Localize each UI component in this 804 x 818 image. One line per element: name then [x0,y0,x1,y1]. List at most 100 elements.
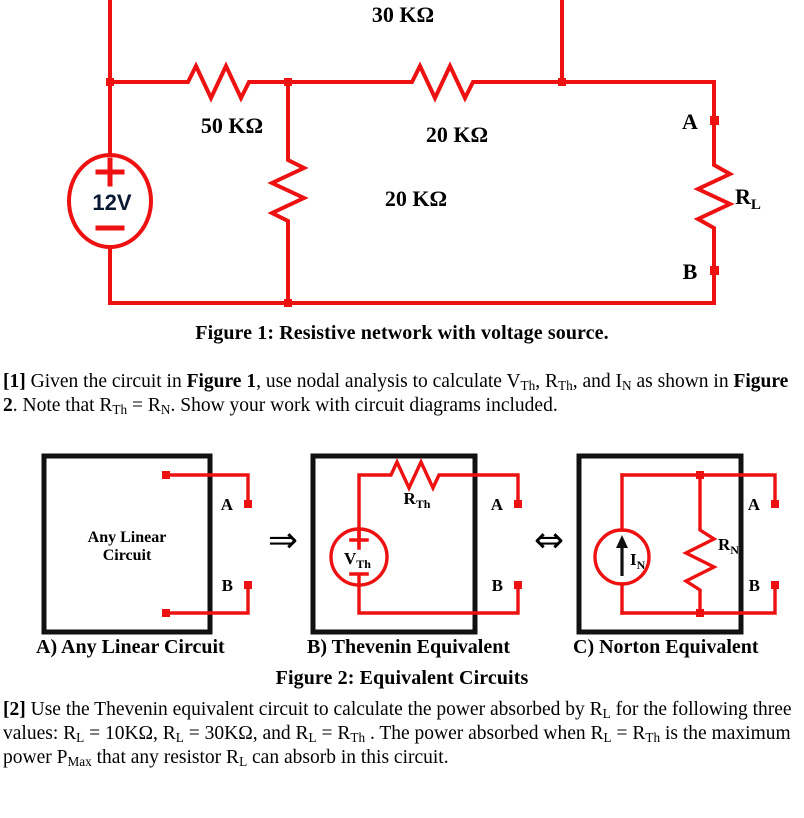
junction-dot-center-bottom [284,299,292,307]
q1-sub-n-2: N [160,402,171,418]
resistor-20k-shunt-zigzag [267,80,309,305]
q2-sub-max: Max [67,754,92,770]
panel-c-terminal-dot-a [771,500,779,508]
label-20k-series: 20 KΩ [426,122,488,147]
label-12v: 12V [92,190,131,215]
panel-b-caption: B) Thevenin Equivalent [307,636,511,658]
resistor-50k-zigzag [108,61,290,103]
label-20k-shunt: 20 KΩ [385,186,447,211]
panel-c-junction-dot-top [696,471,704,479]
question-2-number: [2] [3,699,26,720]
q2-sub-th-2: Th [645,730,661,746]
panel-a-dot-top [162,471,170,479]
panel-c-label-a: A [748,495,761,514]
panel-c-bottom-rail [620,583,777,615]
panel-a-wire-b [164,583,250,615]
q2-sub-l-6: L [239,754,248,770]
panel-a-wire-a [164,473,250,506]
panel-c-label-in: IN [630,550,646,572]
figure1-caption: Figure 1: Resistive network with voltage… [195,322,609,344]
label-rl: RL [735,184,761,213]
label-node-b: B [683,259,698,284]
panel-b-resistor-rth-zigzag [357,457,520,540]
panel-a-box-label-line2: Circuit [103,547,152,564]
label-30k: 30 KΩ [372,2,434,27]
figure2-equivalent-circuits: Any Linear Circuit A B ⇒ [0,440,804,670]
q1-text-4: , and I [572,371,623,392]
q2-sub-l-3: L [175,730,184,746]
q1-bold-figure1-ref: Figure 1 [186,371,257,392]
q2-text-6: . The power absorbed when R [365,723,604,744]
panel-a-group: Any Linear Circuit A B [41,453,252,635]
panel-c-caption: C) Norton Equivalent [573,636,759,658]
panel-a-box [41,453,213,635]
junction-dot-center-top [284,78,292,86]
panel-a-box-label-line1: Any Linear [88,529,167,546]
panel-c-terminal-dot-b [771,581,779,589]
figure2-caption: Figure 2: Equivalent Circuits [275,667,529,689]
panel-c-source-circle [593,528,651,586]
terminal-dot-a [710,116,719,125]
panel-c-top-rail [620,473,777,506]
q2-sub-l-1: L [602,706,611,722]
q1-sub-n-1: N [622,378,632,394]
panel-c-label-b: B [749,576,760,595]
voltage-source-circle [67,153,153,249]
question-2-paragraph: [2] Use the Thevenin equivalent circuit … [3,698,801,770]
voltage-source-plus-glyph [95,157,125,187]
q1-sub-th-2: Th [558,378,573,394]
panel-a-label-a: A [221,495,234,514]
q2-text-9: that any resistor R [91,747,240,768]
q1-text-3: , R [535,371,559,392]
panel-c-box [576,453,744,635]
panel-a-terminal-dot-b [244,581,252,589]
panel-b-terminal-dot-a [514,500,522,508]
q1-text-2: , use nodal analysis to calculate V [256,371,521,392]
panel-b-wire-b [357,573,520,615]
q1-sub-th-3: Th [112,402,128,418]
label-50k: 50 KΩ [201,113,263,138]
q2-sub-th-1: Th [350,730,366,746]
question-1-paragraph: [1] Given the circuit in Figure 1, use n… [3,370,801,418]
panel-b-terminal-dot-b [514,581,522,589]
figure1-circuit-diagram: 30 KΩ 50 KΩ 20 KΩ 20 KΩ 12V A B RL [0,0,804,316]
q1-text-1: Given the circuit in [30,371,187,392]
q2-text-7: = R [611,723,646,744]
panel-a-label-b: B [222,576,233,595]
panel-b-label-a: A [491,495,504,514]
q2-sub-l-2: L [76,730,85,746]
panel-b-plus-glyph [349,530,369,550]
q2-text-10: can absorb in this circuit. [247,747,449,768]
q1-bold-figure2-ref: Figure 2 [3,371,789,416]
q2-text-5: = R [316,723,351,744]
q1-text-6: . Note that R [12,395,113,416]
junction-dots [106,78,719,307]
panel-b-box [310,453,478,635]
q2-text-3: = 10KΩ, R [84,723,176,744]
junction-dot-top-left [106,78,114,86]
arrow-double-icon: ⇔ [534,520,564,561]
panel-c-group: IN RN A B [576,453,779,635]
q1-text-7: = R [127,395,161,416]
q2-sub-l-5: L [603,730,612,746]
q2-text-4: = 30KΩ, and R [183,723,309,744]
resistor-20k-series-zigzag [286,61,564,103]
q2-sub-l-4: L [308,730,317,746]
panel-b-label-vth: VTh [344,549,371,571]
q2-text-8: is the maximum power P [3,723,791,768]
panel-b-label-rth: RTh [404,489,431,511]
panel-a-terminal-dot-a [244,500,252,508]
panel-b-group: RTh VTh A B [310,453,522,635]
panel-a-dot-bottom [162,609,170,617]
resistor-rl-zigzag [693,80,735,305]
q2-text-1: Use the Thevenin equivalent circuit to c… [30,699,603,720]
figure2-panel-captions: A) Any Linear Circuit B) Thevenin Equiva… [0,636,804,662]
panel-c-resistor-rn-zigzag [682,473,718,615]
panel-b-label-b: B [492,576,503,595]
panel-b-source-circle [329,527,389,587]
q1-text-5: as shown in [631,371,734,392]
q1-sub-th-1: Th [520,378,536,394]
question-1-number: [1] [3,371,26,392]
panel-c-junction-dot-bottom [696,609,704,617]
panel-a-caption: A) Any Linear Circuit [36,636,225,658]
